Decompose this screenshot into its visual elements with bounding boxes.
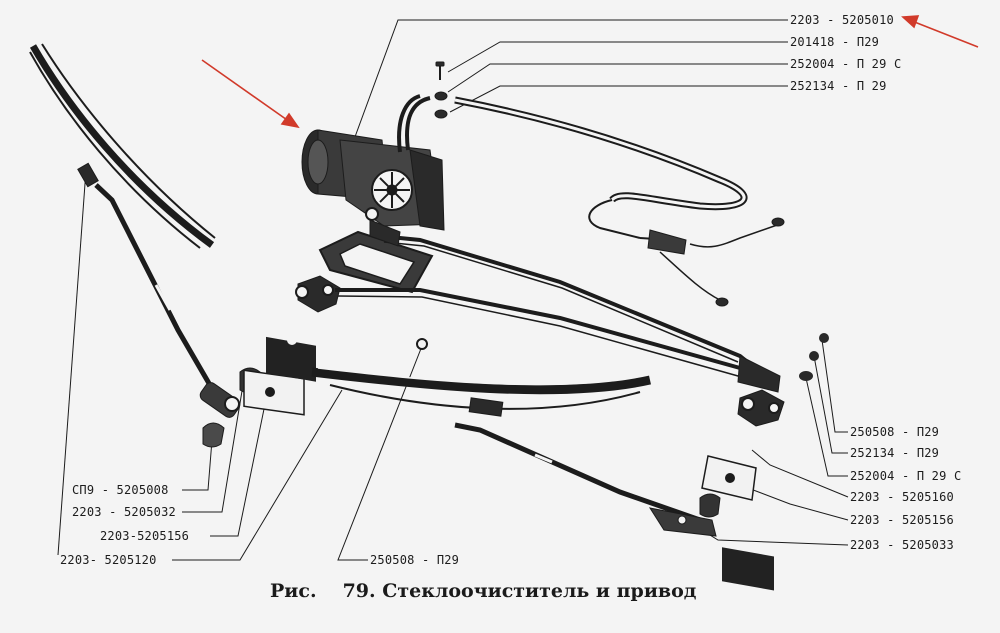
leader-bolt — [447, 41, 788, 73]
caption-title: Стеклоочиститель и привод — [382, 580, 697, 602]
left-cap — [202, 422, 225, 448]
leader-plate-right — [747, 487, 849, 521]
top-fasteners — [434, 61, 448, 119]
right-nut-2 — [809, 351, 819, 361]
label-washer-right: 252004 - П 29 С — [850, 469, 962, 483]
leader-gasket-left — [182, 384, 244, 513]
leader-arm-right — [704, 531, 849, 546]
label-plate-left: 2203-5205156 — [100, 529, 190, 543]
leader-cap-left — [182, 439, 213, 491]
leader-blade-left-2 — [57, 169, 87, 556]
leader-gasket-right — [751, 449, 849, 498]
motor-bracket-plate — [318, 230, 434, 294]
left-wiper-blade — [29, 43, 216, 249]
caption-number: 79. — [342, 580, 376, 602]
arrow-left — [201, 59, 291, 123]
right-gasket — [722, 547, 774, 591]
label-nut-top: 252134 - П 29 — [790, 79, 887, 93]
pointer-arrows — [201, 15, 979, 129]
right-plate — [701, 455, 757, 501]
leader-washer-top — [447, 63, 788, 93]
right-washer — [799, 371, 813, 381]
label-gasket-right: 2203 - 5205160 — [850, 490, 954, 504]
leader-nut-right-2 — [813, 355, 848, 454]
label-nut-right-2: 252134 - П29 — [850, 446, 940, 460]
label-cap-left: СП9 - 5205008 — [72, 483, 169, 497]
leader-blade-left — [172, 389, 343, 561]
label-plate-right: 2203 - 5205156 — [850, 513, 954, 527]
label-nut-bottom: 250508 - П29 — [370, 553, 460, 567]
left-wiper-arm — [94, 183, 241, 418]
right-wiper-arm — [454, 422, 717, 537]
label-gasket-left: 2203 - 5205032 — [72, 505, 176, 519]
figure-caption: Рис. 79. Стеклоочиститель и привод — [270, 580, 696, 602]
arrow-right — [911, 20, 979, 48]
left-gasket — [266, 335, 316, 382]
label-blade-left: 2203- 5205120 — [60, 553, 157, 567]
label-bolt: 201418 - П29 — [790, 35, 880, 49]
label-nut-right-1: 250508 - П29 — [850, 425, 940, 439]
arrow-left-head — [280, 112, 300, 129]
leader-nut-right-1 — [821, 339, 848, 433]
linkage-rods — [335, 234, 781, 393]
left-pivot — [295, 275, 341, 313]
label-motor: 2203 - 5205010 — [790, 13, 894, 27]
right-nut-1 — [819, 333, 829, 343]
bottom-wiper-blade — [311, 367, 651, 417]
caption-prefix: Рис. — [270, 580, 317, 602]
right-pivot — [737, 389, 785, 427]
wiper-motor — [301, 129, 445, 247]
right-bushing — [699, 493, 721, 518]
leader-washer-right — [805, 377, 848, 477]
left-plate — [243, 369, 305, 416]
bottom-nut — [416, 338, 428, 350]
leader-nut-bottom — [337, 345, 423, 561]
arrow-right-head — [901, 15, 920, 29]
leader-motor — [351, 19, 788, 146]
wiring-harness — [397, 94, 785, 307]
leader-lines — [57, 19, 849, 561]
label-washer-top: 252004 - П 29 С — [790, 57, 902, 71]
leader-plate-left — [210, 369, 273, 537]
label-arm-right: 2203 - 5205033 — [850, 538, 954, 552]
